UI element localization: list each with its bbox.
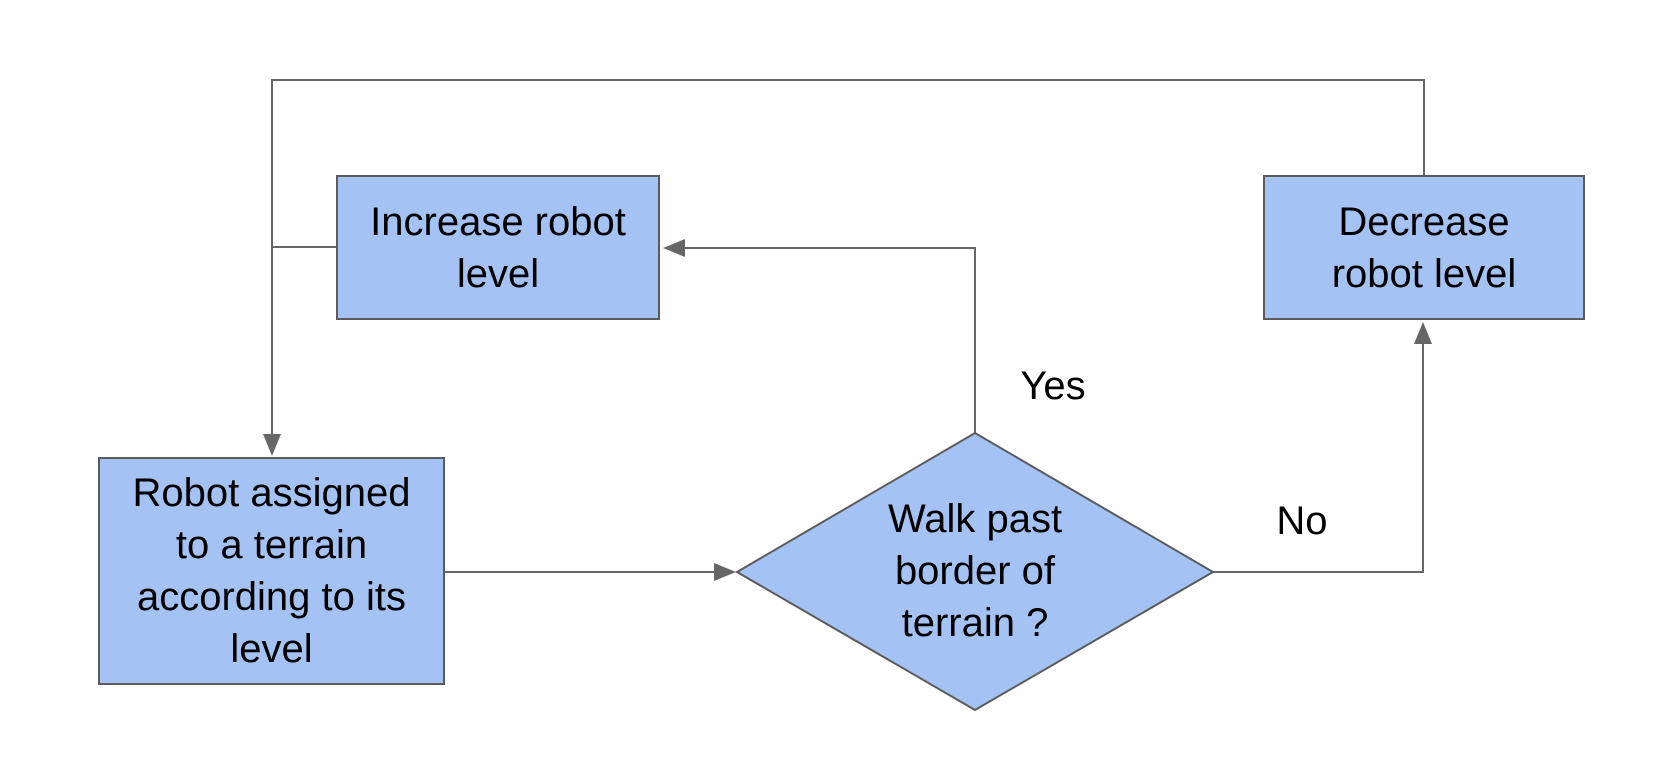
- node-robot-assigned-terrain: Robot assigned to a terrain according to…: [98, 457, 445, 685]
- arrowhead-into-decision: [714, 563, 736, 581]
- connector-yes-path: [684, 247, 976, 433]
- decision-diamond-shape: [735, 431, 1215, 712]
- connector-decrease-to-assign: [271, 79, 1425, 437]
- connector-no-path: [1213, 343, 1424, 573]
- arrowhead-into-decrease: [1414, 322, 1432, 344]
- edge-label-yes: Yes: [1020, 363, 1086, 408]
- arrowhead-into-increase: [663, 239, 685, 257]
- edge-label-no: No: [1276, 498, 1328, 543]
- node-decrease-robot-level: Decrease robot level: [1263, 175, 1585, 320]
- node-decision-walk-past-border: Walk past border of terrain ?: [887, 497, 1063, 645]
- arrowhead-into-assign: [263, 434, 281, 456]
- node-increase-robot-level: Increase robot level: [336, 175, 660, 320]
